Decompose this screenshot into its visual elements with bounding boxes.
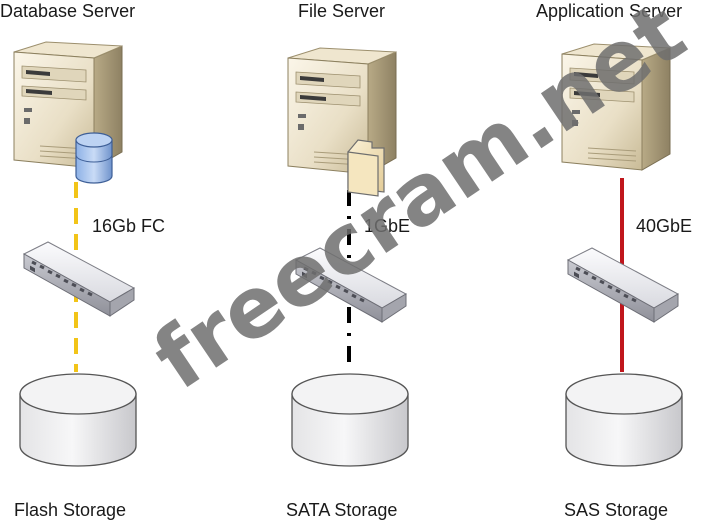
disk-storage-icon <box>291 373 409 467</box>
network-switch-icon <box>22 240 136 318</box>
disk-storage-icon <box>565 373 683 467</box>
storage-label: Flash Storage <box>14 500 126 520</box>
link-speed-label: 40GbE <box>636 216 692 236</box>
folder-icon <box>347 139 385 197</box>
column-application: Application Server 40GbE SAS Storage <box>536 1 692 520</box>
column-database: Database Server 16Gb FC Flash Storage <box>0 1 165 520</box>
server-label: File Server <box>298 1 385 21</box>
server-label: Database Server <box>0 1 135 21</box>
database-cylinder-icon <box>75 132 113 184</box>
column-file: File Server 1GbE SATA Storage <box>286 1 410 520</box>
link-speed-label: 1GbE <box>364 216 410 236</box>
disk-storage-icon <box>19 373 137 467</box>
watermark-text: freecram.net <box>136 0 702 409</box>
link-speed-label: 16Gb FC <box>92 216 165 236</box>
storage-label: SAS Storage <box>564 500 668 520</box>
server-label: Application Server <box>536 1 682 21</box>
storage-label: SATA Storage <box>286 500 397 520</box>
